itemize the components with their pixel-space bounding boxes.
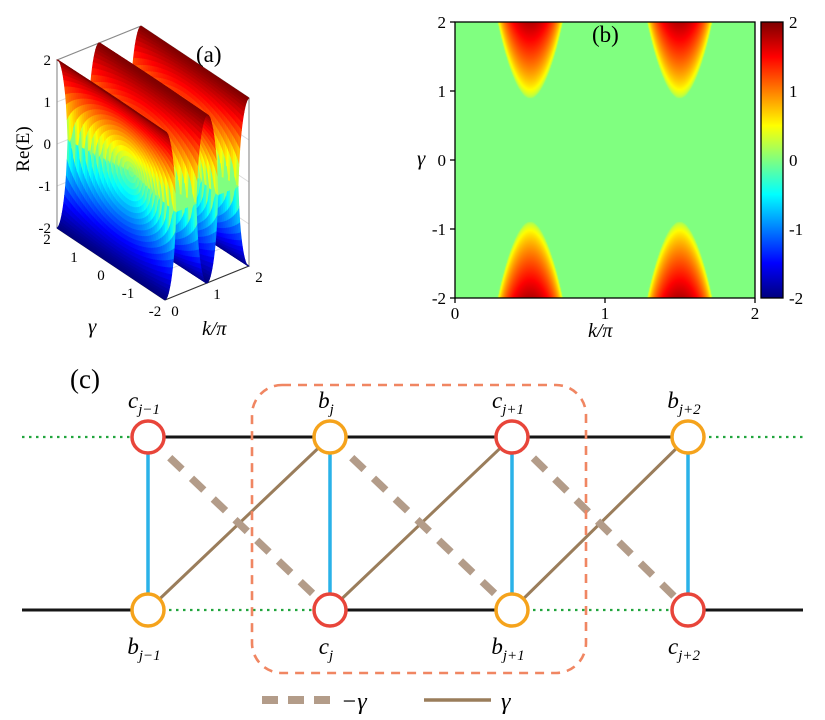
site-c-j: [312, 592, 348, 628]
site-c-j+1: [494, 419, 530, 455]
heatmap-canvas: [405, 0, 825, 350]
site-c-j−1: [130, 419, 166, 455]
panel-c-label: (c): [70, 364, 100, 394]
lattice-diagram: cj−1 bj cj+1 bj+2 bj−1 cj bj+1 cj+2 −γ γ: [22, 383, 803, 715]
panel-a-x-axis-label: k/π: [202, 318, 227, 340]
site-label: bj+1: [491, 634, 524, 664]
site-label: bj: [318, 388, 334, 418]
bond-minus-gamma: [145, 434, 333, 613]
panel-b-y-axis-label: γ: [417, 146, 426, 170]
site-label: cj−1: [128, 388, 160, 418]
site-label: bj−1: [127, 634, 160, 664]
panel-a-z-axis-label: Re(E): [13, 126, 34, 172]
site-label: cj+1: [492, 388, 524, 418]
panel-a-y-axis-label: γ: [88, 314, 97, 338]
site-b-j: [312, 419, 348, 455]
panel-a-label: (a): [196, 42, 222, 67]
surface-plot-canvas: [0, 0, 345, 352]
bond-minus-gamma: [327, 434, 515, 613]
legend-gamma-label: γ: [501, 689, 511, 715]
site-b-j−1: [130, 592, 166, 628]
site-label: cj+2: [668, 634, 701, 664]
site-c-j+2: [670, 592, 706, 628]
panel-b-label: (b): [592, 22, 619, 47]
site-b-j+2: [670, 419, 706, 455]
site-b-j+1: [494, 592, 530, 628]
site-label: bj+2: [667, 388, 701, 418]
panel-b-x-axis-label: k/π: [588, 320, 613, 342]
site-label: cj: [319, 634, 333, 664]
unit-cell-box: [250, 383, 588, 675]
legend-minus-gamma-label: −γ: [341, 689, 367, 715]
bond-minus-gamma: [509, 434, 691, 613]
